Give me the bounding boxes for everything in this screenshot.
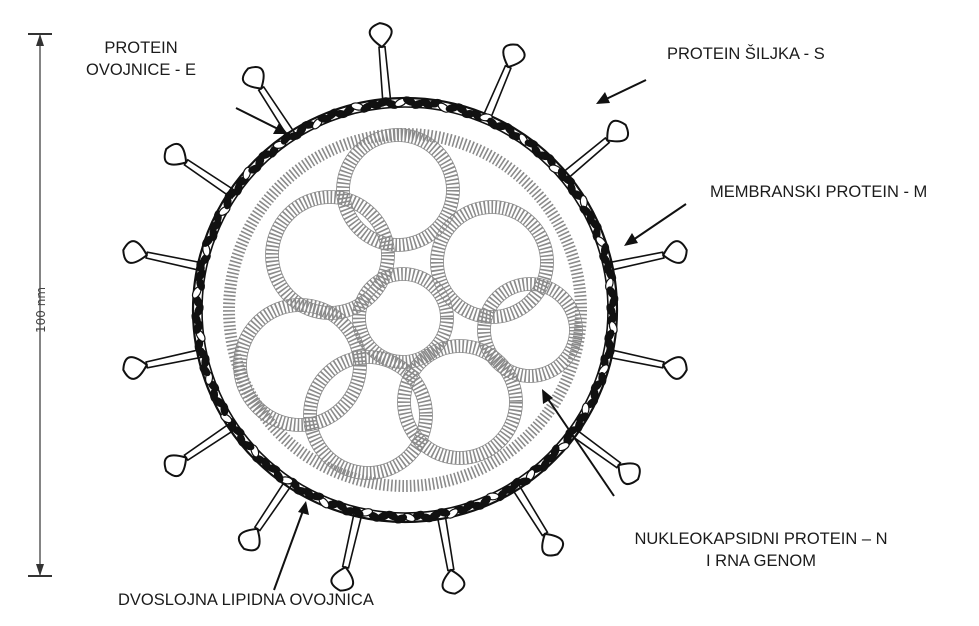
nucleocapsid-loop-8 <box>359 274 447 362</box>
nucleocapsid-loop-edge <box>444 214 541 311</box>
label-spike-protein: PROTEIN ŠILJKA - S <box>667 43 825 65</box>
label-lipid-envelope: DVOSLOJNA LIPIDNA OVOJNICA <box>118 589 374 611</box>
arrow-spike-protein <box>596 80 646 104</box>
label-envelope-protein: PROTEIN OVOJNICE - E <box>66 37 216 81</box>
rna-genome <box>229 129 583 487</box>
spike-protein-14 <box>165 144 237 198</box>
spike-protein-10 <box>239 479 293 551</box>
nucleocapsid-loop-edge <box>317 364 420 467</box>
nucleocapsid-loop-edge <box>478 278 583 383</box>
nucleocapsid-loop-2 <box>343 135 453 245</box>
arrow-nucleocapsid <box>542 389 614 496</box>
nucleocapsid-loop-3 <box>437 207 547 317</box>
spike-protein-1 <box>370 23 392 105</box>
spike-protein-15 <box>243 67 296 139</box>
scale-bar-bottom-arrow <box>36 564 44 576</box>
arrow-membrane-protein <box>624 204 686 246</box>
scale-bar-top-arrow <box>36 34 44 46</box>
label-nucleocapsid-line1: NUKLEOKAPSIDNI PROTEIN – N <box>591 528 931 550</box>
arrow-lipid-envelope <box>274 501 309 590</box>
nucleocapsid-loop-4 <box>484 284 576 376</box>
label-membrane-protein: MEMBRANSKI PROTEIN - M <box>710 181 927 203</box>
spike-protein-5 <box>606 349 687 379</box>
spike-protein-12 <box>123 349 204 379</box>
spike-protein-11 <box>165 422 237 476</box>
label-nucleocapsid-line2: I RNA GENOM <box>591 550 931 572</box>
nucleocapsid-loop-edge <box>366 281 441 356</box>
spike-proteins <box>123 23 686 594</box>
label-nucleocapsid: NUKLEOKAPSIDNI PROTEIN – N I RNA GENOM <box>591 528 931 572</box>
spike-protein-7 <box>511 483 563 556</box>
spike-protein-8 <box>437 512 465 593</box>
spike-protein-6 <box>569 428 640 484</box>
spike-protein-9 <box>331 510 362 591</box>
nucleocapsid-loop-edge <box>491 291 570 370</box>
label-envelope-protein-line1: PROTEIN <box>66 37 216 59</box>
lipid-envelope <box>190 95 619 524</box>
nucleocapsid-loop-6 <box>310 357 426 473</box>
scale-bar-label: 100 nm <box>34 287 48 333</box>
nucleocapsid-loop-edge <box>398 340 523 465</box>
spike-protein-13 <box>123 241 204 271</box>
nucleocapsid-loop-edge <box>247 312 354 419</box>
label-envelope-protein-line2: OVOJNICE - E <box>66 59 216 81</box>
nucleocapsid-loop-5 <box>240 305 360 425</box>
spike-protein-2 <box>482 45 525 122</box>
spike-protein-4 <box>606 241 687 271</box>
nucleocapsid-loop-edge <box>350 142 447 239</box>
spike-protein-3 <box>560 121 628 181</box>
scale-bar: 100 nm <box>28 34 52 576</box>
nucleocapsid-loop-edge <box>279 204 382 307</box>
